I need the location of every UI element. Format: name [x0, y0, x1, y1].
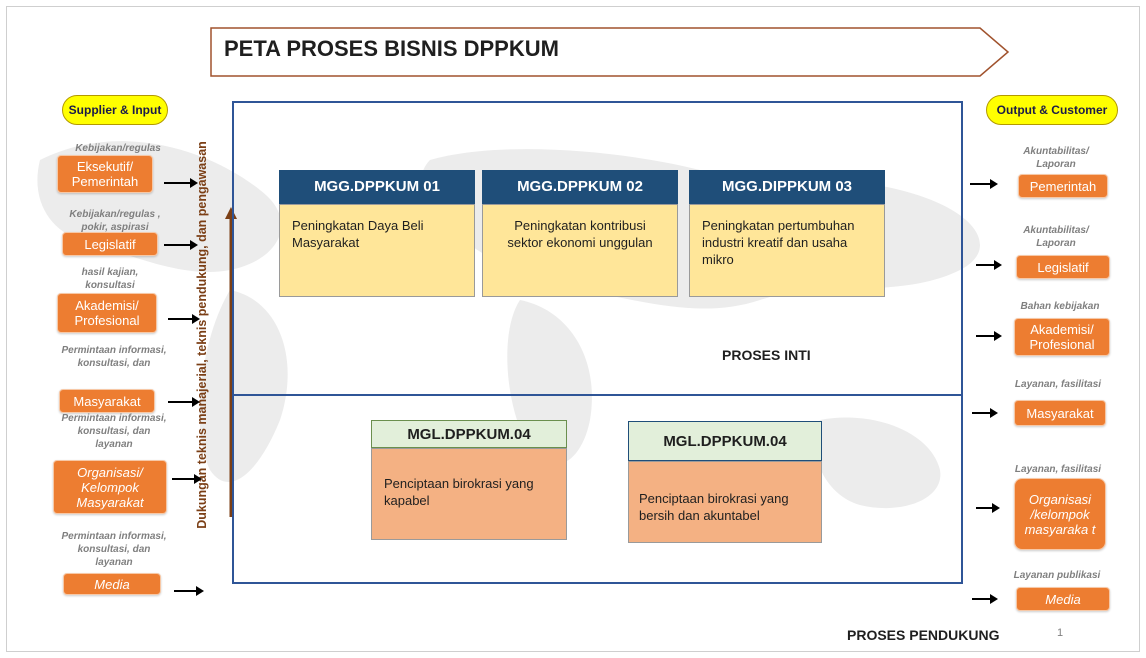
- output-arrow-1: [970, 179, 998, 189]
- core-card-2-body: Peningkatan kontribusi sektor ekonomi un…: [482, 204, 678, 297]
- input-arrow-6: [174, 586, 204, 596]
- core-process-label: PROSES INTI: [722, 347, 811, 363]
- output-arrow-6: [972, 594, 998, 604]
- output-box-akademisi: Akademisi/ Profesional: [1014, 318, 1110, 356]
- core-card-1-title: MGG.DPPKUM 01: [279, 170, 475, 204]
- process-frame: [232, 101, 963, 584]
- support-card-1-body: Penciptaan birokrasi yang kapabel: [371, 448, 567, 540]
- output-box-media: Media: [1016, 587, 1110, 611]
- input-note-4: Permintaan informasi, konsultasi, dan: [61, 345, 167, 369]
- input-box-masyarakat: Masyarakat: [59, 389, 155, 413]
- support-process-label: PROSES PENDUKUNG: [847, 627, 1000, 643]
- output-note-1: Akuntabilitas/ Laporan: [1023, 146, 1089, 170]
- output-note-2: Akuntabilitas/ Laporan: [1023, 225, 1089, 249]
- input-box-legislatif: Legislatif: [62, 232, 158, 256]
- process-divider: [232, 394, 963, 396]
- input-box-media: Media: [63, 573, 161, 595]
- support-vertical-arrow: [225, 207, 237, 517]
- output-note-4: Layanan, fasilitasi: [1014, 379, 1102, 390]
- slide-frame: [6, 6, 1140, 652]
- output-box-pemerintah: Pemerintah: [1018, 174, 1108, 198]
- output-note-6: Layanan publikasi: [1013, 570, 1101, 581]
- output-customer-pill: Output & Customer: [986, 95, 1118, 125]
- title-banner-arrow: [210, 27, 1010, 77]
- support-card-2-title: MGL.DPPKUM.04: [628, 421, 822, 461]
- input-arrow-1: [164, 178, 198, 188]
- input-note-1: Kebijakan/regulas: [75, 143, 161, 154]
- output-box-organisasi: Organisasi /kelompok masyaraka t: [1014, 478, 1106, 550]
- output-box-masyarakat: Masyarakat: [1014, 400, 1106, 426]
- core-card-2-title: MGG.DPPKUM 02: [482, 170, 678, 204]
- output-arrow-4: [972, 408, 998, 418]
- input-box-akademisi: Akademisi/ Profesional: [57, 293, 157, 333]
- input-box-eksekutif: Eksekutif/ Pemerintah: [57, 155, 153, 193]
- input-arrow-5: [172, 474, 202, 484]
- output-arrow-2: [976, 260, 1002, 270]
- support-card-2-body: Penciptaan birokrasi yang bersih dan aku…: [628, 461, 822, 543]
- output-box-legislatif: Legislatif: [1016, 255, 1110, 279]
- output-note-5: Layanan, fasilitasi: [1014, 464, 1102, 475]
- input-note-2: Kebijakan/regulas , pokir, aspirasi: [69, 209, 161, 233]
- core-card-1-body: Peningkatan Daya Beli Masyarakat: [279, 204, 475, 297]
- input-arrow-2: [164, 240, 198, 250]
- core-card-3-title: MGG.DIPPKUM 03: [689, 170, 885, 204]
- input-note-3: hasil kajian, konsultasi: [81, 267, 139, 291]
- input-box-organisasi: Organisasi/ Kelompok Masyarakat: [53, 460, 167, 514]
- supplier-input-pill: Supplier & Input: [62, 95, 168, 125]
- input-arrow-3: [168, 314, 200, 324]
- input-note-6: Permintaan informasi, konsultasi, dan la…: [61, 531, 167, 568]
- input-arrow-4: [168, 397, 200, 407]
- page-number: 1: [1057, 627, 1064, 639]
- support-card-1-title: MGL.DPPKUM.04: [371, 420, 567, 448]
- output-arrow-3: [976, 331, 1002, 341]
- input-note-5: Permintaan informasi, konsultasi, dan la…: [61, 413, 167, 450]
- page-title: PETA PROSES BISNIS DPPKUM: [224, 36, 559, 61]
- output-arrow-5: [976, 503, 1000, 513]
- output-note-3: Bahan kebijakan: [1020, 301, 1100, 312]
- core-card-3-body: Peningkatan pertumbuhan industri kreatif…: [689, 204, 885, 297]
